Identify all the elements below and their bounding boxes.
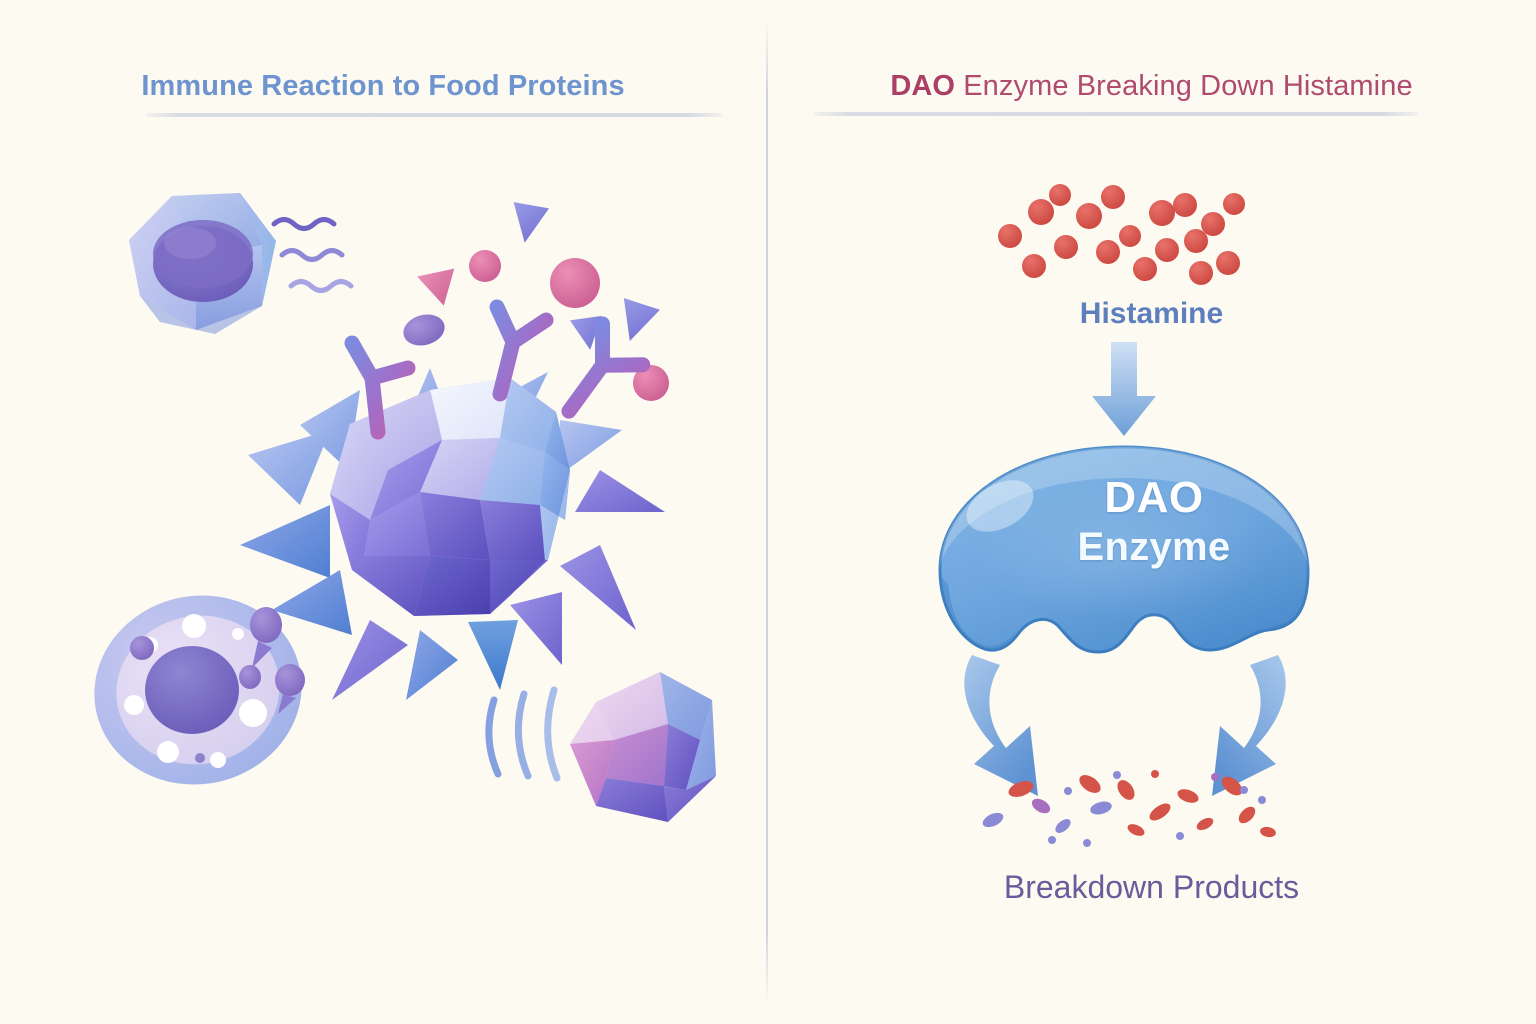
enzyme-label-line-2: Enzyme bbox=[1077, 525, 1231, 569]
panel-immune-reaction: Immune Reaction to Food Proteins bbox=[0, 0, 766, 1024]
title-rule-left bbox=[146, 113, 722, 117]
page-title-right-rest: Enzyme Breaking Down Histamine bbox=[955, 70, 1413, 102]
title-rule-right bbox=[814, 112, 1418, 116]
dao-enzyme-artwork bbox=[938, 184, 1310, 847]
arrow-curve-left bbox=[964, 655, 1038, 796]
page-title-left: Immune Reaction to Food Proteins bbox=[141, 70, 625, 102]
dao-enzyme-blob bbox=[938, 445, 1310, 654]
breakdown-product-particles bbox=[982, 770, 1276, 847]
page-title-right-bold: DAO bbox=[890, 70, 956, 102]
enzyme-label-line-1: DAO bbox=[1104, 473, 1204, 522]
histamine-molecule-cluster bbox=[998, 184, 1245, 285]
pink-sphere bbox=[550, 258, 600, 308]
arrow-curve-right bbox=[1212, 655, 1286, 796]
panel-divider bbox=[766, 18, 768, 1006]
food-protein-particle bbox=[570, 672, 716, 822]
mast-cell bbox=[94, 595, 305, 785]
y-shaped-antibody bbox=[0, 0, 554, 440]
immune-reaction-artwork bbox=[0, 0, 716, 822]
histamine-label: Histamine bbox=[1079, 297, 1224, 330]
pink-sphere bbox=[469, 250, 501, 282]
page-title-right: DAO Enzyme Breaking Down Histamine bbox=[767, 70, 1536, 103]
arrow-down-to-enzyme bbox=[1092, 342, 1156, 436]
antigen-presenting-cell bbox=[129, 193, 276, 334]
y-shaped-antibody bbox=[561, 316, 651, 419]
panel-dao-enzyme: DAO Enzyme Breaking Down Histamine bbox=[767, 0, 1536, 1024]
spiky-allergen-particle bbox=[240, 368, 665, 700]
granule-vesicles bbox=[124, 614, 267, 768]
pink-sphere bbox=[633, 365, 669, 401]
signal-wavy-lines bbox=[271, 217, 354, 293]
breakdown-products-label: Breakdown Products bbox=[1003, 869, 1300, 905]
emission-arc-lines bbox=[485, 686, 561, 782]
floating-particles bbox=[403, 202, 669, 401]
released-granules bbox=[130, 607, 305, 714]
